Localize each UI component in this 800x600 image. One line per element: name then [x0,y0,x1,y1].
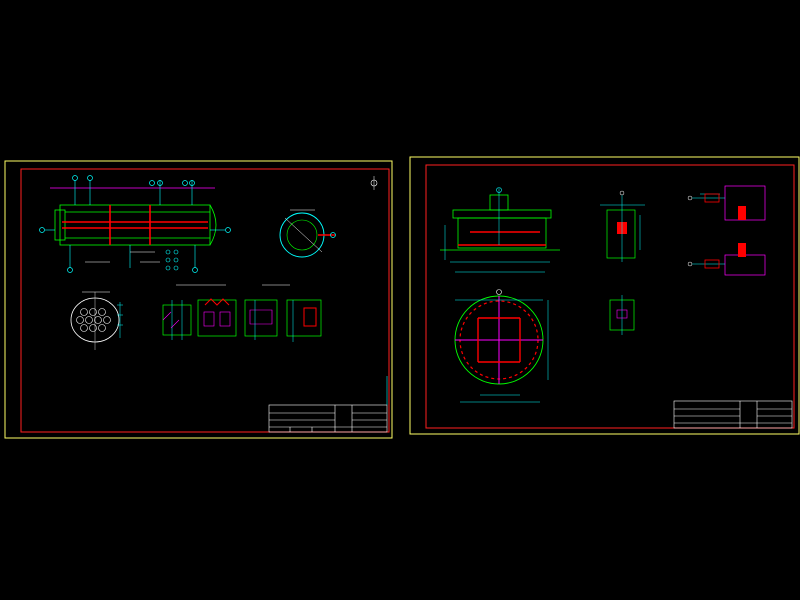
section-detail-3 [244,299,278,340]
side-view-balloon [496,187,502,193]
weld-detail-top[interactable] [600,190,645,262]
nozzle-lower-balloon [687,261,693,267]
shell-outline [54,204,217,246]
shell-side-view[interactable] [440,187,560,273]
sheet-1-north-marker [370,176,378,190]
sheet-2[interactable] [409,156,800,435]
side-view-dims [444,188,550,273]
nozzle-lower-weld [738,243,746,257]
nozzle-upper-balloon [687,195,693,201]
nozzle-upper-weld [738,206,746,220]
weld-top-dims [600,195,645,262]
end-view[interactable] [279,209,336,258]
weld-top-outline [606,209,636,259]
section-details[interactable] [162,284,322,342]
shell-elevation-view[interactable] [39,175,231,273]
section-detail-4 [286,299,322,342]
tubesheet-layout-view[interactable] [70,291,123,350]
sheet-1-frame [20,168,390,433]
sheet-1-title-block [268,376,388,433]
side-view-weld [458,231,546,246]
sheet-2-frame [425,164,795,429]
sheet-1-border [4,160,393,439]
side-view-outline [440,194,560,251]
flange-plan-view[interactable] [454,289,549,403]
tube-holes [76,308,111,332]
end-view-diagonal [284,217,323,253]
nozzle-leaders [45,180,225,268]
nozzle-detail-upper[interactable] [687,185,766,221]
weld-bottom-hatch [616,309,628,319]
end-view-balloon [330,232,336,238]
flange-circle-group [165,249,179,271]
nozzle-lower-tag [704,259,720,269]
nozzle-detail-lower[interactable] [687,243,766,276]
shell-wall [62,205,208,245]
flange-ribs [477,317,521,363]
nozzle-upper-tag [704,193,720,203]
elevation-annotations [85,251,160,263]
weld-top-balloon [619,190,625,196]
flange-balloon [496,289,502,295]
sheet-1[interactable] [4,160,393,439]
flange-center-cross [455,296,543,384]
nozzle-balloons [39,175,231,273]
section-detail-1 [162,300,192,340]
sheet-2-title-block [673,400,793,429]
tubesheet-dims [117,302,123,338]
sheet-2-border [409,156,800,435]
end-view-inner [286,219,318,251]
section-detail-2 [197,298,237,337]
weld-detail-bottom[interactable] [609,295,635,335]
flange-dims [455,299,549,403]
